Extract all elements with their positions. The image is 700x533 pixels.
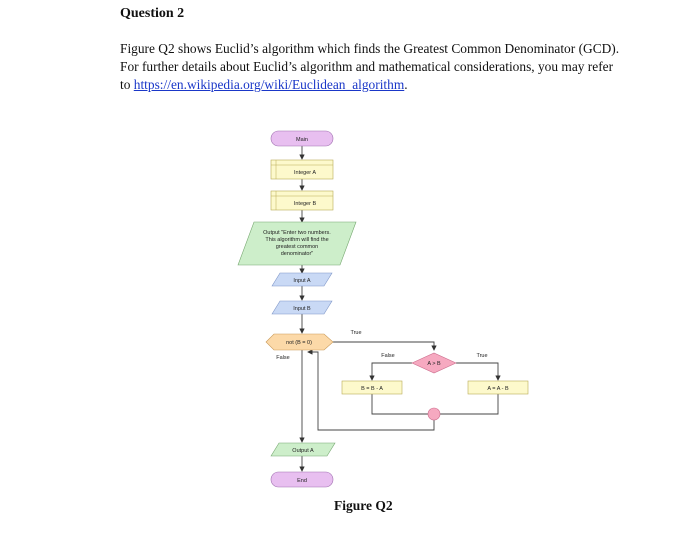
end-terminal (270, 471, 334, 488)
figure-caption: Figure Q2 (334, 498, 393, 513)
merge-point (427, 407, 441, 421)
question-paragraph: Figure Q2 shows Euclid’s algorithm which… (120, 40, 625, 94)
assign-a-label: A = A - B (487, 386, 509, 392)
integer-b-label: Integer B (294, 201, 317, 207)
branch-false-label: False (381, 353, 394, 359)
branch-true-label: True (476, 353, 487, 359)
loop-condition-label: not (B = 0) (286, 340, 312, 346)
assign-b-label: B = B - A (361, 386, 383, 392)
output-message-shape (237, 221, 357, 266)
main-terminal (270, 130, 334, 147)
question-heading: Question 2 (120, 6, 185, 21)
wikipedia-link[interactable]: https://en.wikipedia.org/wiki/Euclidean_… (133, 77, 405, 92)
assign-a-box (467, 380, 529, 395)
loop-condition-shape (265, 333, 334, 351)
input-a-shape (271, 272, 333, 287)
assign-b-box (341, 380, 403, 395)
paragraph-line-2: For further details about Euclid’s algor… (120, 59, 614, 92)
integer-a-label: Integer A (294, 170, 316, 176)
output-line-1: Output "Enter two numbers. (263, 230, 331, 236)
input-b-shape (271, 300, 333, 315)
paragraph-period: . (404, 77, 408, 92)
input-b-label: Input B (293, 306, 311, 312)
output-a-label: Output A (292, 448, 314, 454)
decision-diamond (411, 352, 457, 374)
output-a-shape (270, 442, 336, 457)
loop-false-label: False (276, 355, 289, 361)
output-line-3: greatest common (276, 244, 319, 250)
output-line-4: denominator" (281, 251, 314, 257)
paragraph-line-1: Figure Q2 shows Euclid’s algorithm which… (120, 41, 620, 56)
decision-label: A > B (427, 361, 441, 367)
output-line-2: This algorithm will find the (265, 237, 328, 243)
main-label: Main (296, 137, 308, 143)
loop-true-label: True (350, 330, 361, 336)
input-a-label: Input A (293, 278, 310, 284)
end-label: End (297, 478, 307, 484)
